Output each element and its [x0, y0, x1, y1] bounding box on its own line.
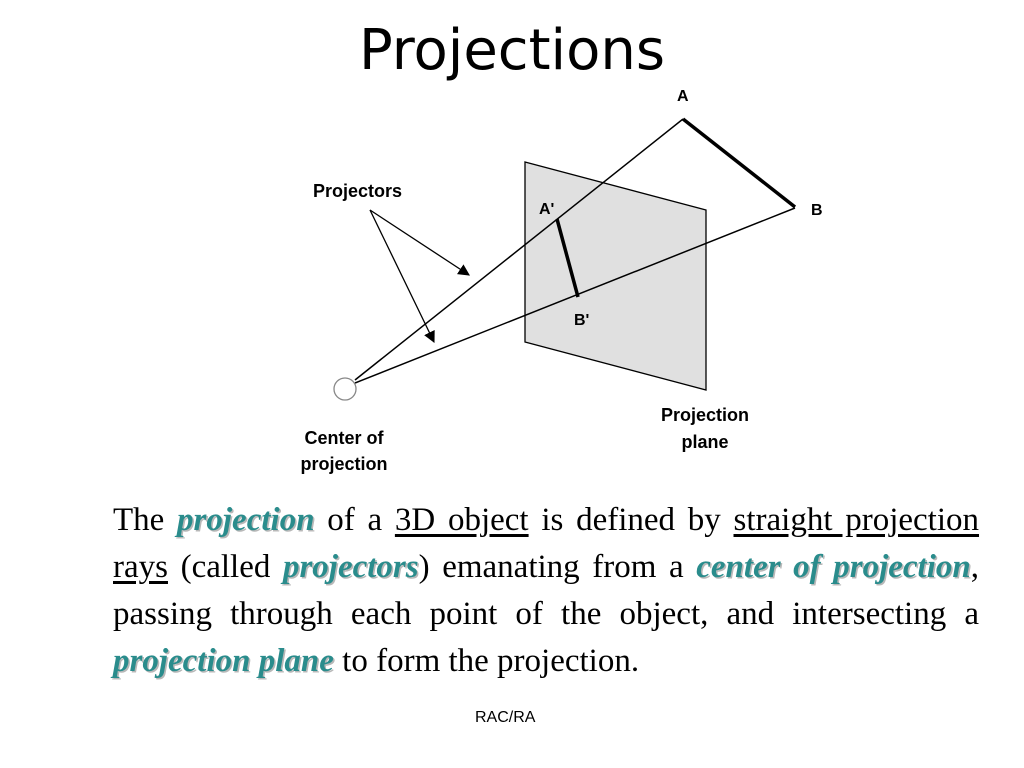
label-b: B: [811, 202, 823, 219]
label-plane-line2: plane: [681, 432, 728, 452]
text-segment: ) emanating from a: [418, 549, 697, 585]
definition-paragraph: The projection of a 3D object is defined…: [113, 497, 979, 685]
footer-credit: RAC/RA: [475, 709, 536, 726]
projector-ray-b: [354, 207, 796, 384]
text-segment: to form the projection.: [333, 643, 640, 679]
text-segment: (called: [167, 549, 283, 585]
text-segment: The: [113, 502, 178, 538]
projector-ray-a: [354, 118, 684, 381]
label-a-prime: A': [539, 201, 554, 218]
label-b-prime: B': [574, 312, 589, 329]
label-center-line2: projection: [300, 454, 387, 474]
keyword-center-of-projection: center of projection: [696, 549, 971, 585]
label-a: A: [677, 88, 689, 105]
label-plane-line1: Projection: [661, 405, 749, 425]
text-segment: is defined by: [528, 502, 734, 538]
label-projectors: Projectors: [313, 181, 402, 201]
projection-plane: [524, 161, 707, 391]
keyword-projection: projection: [177, 502, 315, 538]
text-segment: , passing through each point of the obje…: [113, 549, 979, 632]
slide-title: Projections: [358, 18, 666, 83]
projection-diagram: A B A' B' Projectors Center of projectio…: [300, 88, 823, 474]
keyword-projection-plane: projection plane: [113, 643, 334, 679]
object-segment-ab: [681, 117, 797, 209]
projectors-arrow-1: [369, 209, 470, 276]
keyword-projectors: projectors: [282, 549, 419, 585]
projected-segment-ab: [555, 218, 580, 298]
center-of-projection-point: [333, 377, 357, 401]
projectors-arrow-2: [369, 209, 435, 344]
underlined-projection-rays: straight projection rays: [113, 502, 980, 585]
text-segment: of a: [314, 502, 395, 538]
underlined-3d-object: 3D object: [394, 502, 529, 538]
label-center-line1: Center of: [304, 428, 384, 448]
